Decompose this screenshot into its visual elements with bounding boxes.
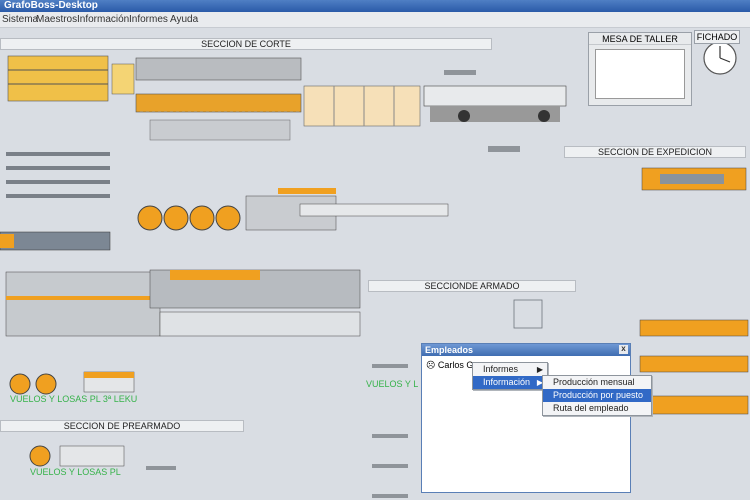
- employee-name: Carlos G: [437, 360, 474, 370]
- employee-context-menu: Informes ▶ Información ▶: [472, 362, 548, 390]
- section-expedicion-label: SECCION DE EXPEDICION: [564, 146, 746, 158]
- menu-maestros[interactable]: Maestros: [36, 14, 78, 25]
- corte-table[interactable]: [303, 70, 476, 127]
- mesa-taller-label: MESA DE TALLER: [589, 33, 691, 45]
- submenu-produccion-mensual[interactable]: Producción mensual: [553, 377, 635, 387]
- menu-informacion[interactable]: Información: [77, 14, 130, 25]
- clock-icon: [703, 41, 737, 75]
- menu-sistema[interactable]: Sistema: [2, 14, 39, 25]
- caption-vuelos-losas-2: VUELOS Y L: [366, 379, 419, 389]
- menubar: Sistema Maestros Información Informes Ay…: [0, 12, 750, 28]
- submenu-produccion-por-puesto[interactable]: Producción por puesto: [543, 389, 651, 402]
- employee-row[interactable]: ☹ Carlos G: [426, 360, 473, 371]
- caption-vuelos-losas-1: VUELOS Y LOSAS PL 3ª LEKU: [10, 394, 138, 404]
- informacion-submenu: Producción mensual Producción por puesto…: [542, 375, 652, 416]
- empleados-dialog-titlebar: Empleados x: [422, 344, 630, 356]
- corte-machine-1[interactable]: [7, 55, 135, 102]
- context-menu-informacion-label: Información: [483, 377, 531, 387]
- chevron-right-icon: ▶: [536, 378, 543, 387]
- window-titlebar: GrafoBoss-Desktop: [0, 0, 750, 12]
- armado-line[interactable]: [5, 269, 543, 337]
- context-menu-informacion[interactable]: Información ▶: [473, 376, 547, 389]
- prearmado-machines[interactable]: [9, 371, 176, 470]
- menu-ayuda[interactable]: Ayuda: [170, 14, 199, 25]
- context-menu-informes[interactable]: Informes ▶: [473, 363, 547, 376]
- coil-machines[interactable]: [137, 188, 449, 231]
- context-menu-informes-label: Informes: [483, 364, 519, 374]
- expedicion-trucks[interactable]: [639, 167, 749, 415]
- section-corte-label: SECCION DE CORTE: [0, 38, 492, 50]
- section-armado-label: SECCIONDE ARMADO: [368, 280, 576, 292]
- mesa-taller-diagram: [595, 49, 685, 99]
- caption-vuelos-losas-3: VUELOS Y LOSAS PL: [30, 467, 121, 477]
- storage-racks[interactable]: [6, 152, 110, 198]
- mesa-taller-panel[interactable]: MESA DE TALLER: [588, 32, 692, 106]
- submenu-ruta-empleado[interactable]: Ruta del empleado: [553, 403, 629, 413]
- section-prearmado-label: SECCION DE PREARMADO: [0, 420, 244, 432]
- window-title: GrafoBoss-Desktop: [4, 0, 98, 11]
- empleados-dialog: Empleados x ☹ Carlos G: [421, 343, 631, 493]
- fichado-button[interactable]: FICHADO: [694, 30, 740, 44]
- menu-informes[interactable]: Informes: [129, 14, 168, 25]
- close-icon[interactable]: x: [619, 345, 628, 354]
- empleados-dialog-title: Empleados: [425, 345, 474, 355]
- employee-icon: ☹: [426, 360, 436, 370]
- chevron-right-icon: ▶: [536, 365, 543, 374]
- truck-left[interactable]: [0, 231, 111, 251]
- corte-truck[interactable]: [423, 85, 567, 152]
- corte-machine-2[interactable]: [135, 57, 302, 141]
